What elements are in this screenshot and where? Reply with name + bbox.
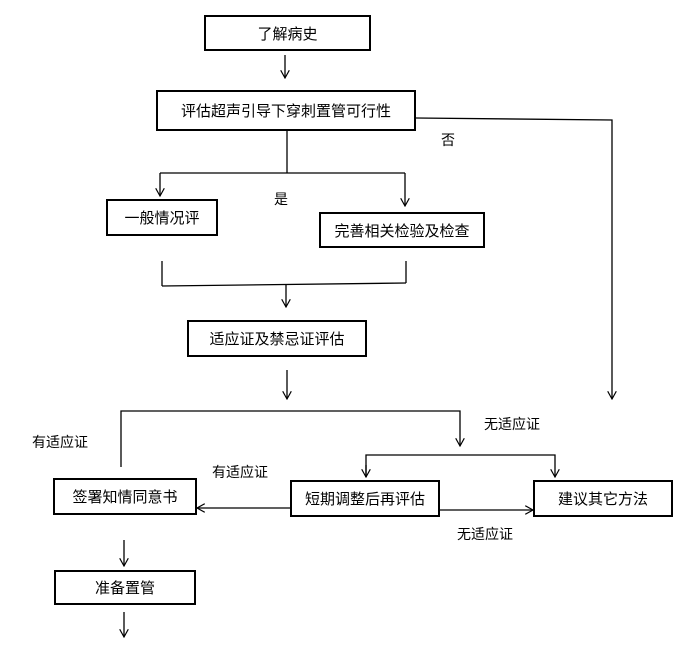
- node-reassess: 短期调整后再评估: [290, 480, 440, 517]
- node-prepare: 准备置管: [54, 570, 196, 605]
- node-labs-exams: 完善相关检验及检查: [319, 212, 485, 248]
- edge-merge-bar: [161, 282, 407, 287]
- label-no-indication-bottom: 无适应证: [457, 527, 513, 543]
- edge-no-indication-split: [365, 454, 555, 477]
- node-consent: 签署知情同意书: [53, 478, 197, 515]
- label-has-indication-left: 有适应证: [32, 435, 88, 451]
- label-yes: 是: [274, 192, 288, 208]
- label-no: 否: [441, 133, 455, 149]
- node-general-assessment: 一般情况评: [106, 199, 218, 236]
- node-indications: 适应证及禁忌证评估: [187, 320, 367, 357]
- node-other-methods: 建议其它方法: [533, 480, 673, 517]
- edge-feasibility-no: [415, 117, 612, 399]
- label-has-indication-mid: 有适应证: [212, 465, 268, 481]
- node-history: 了解病史: [204, 15, 371, 51]
- node-feasibility: 评估超声引导下穿刺置管可行性: [156, 90, 416, 131]
- edge-indications-split-bar: [120, 410, 460, 467]
- label-no-indication-top: 无适应证: [484, 417, 540, 433]
